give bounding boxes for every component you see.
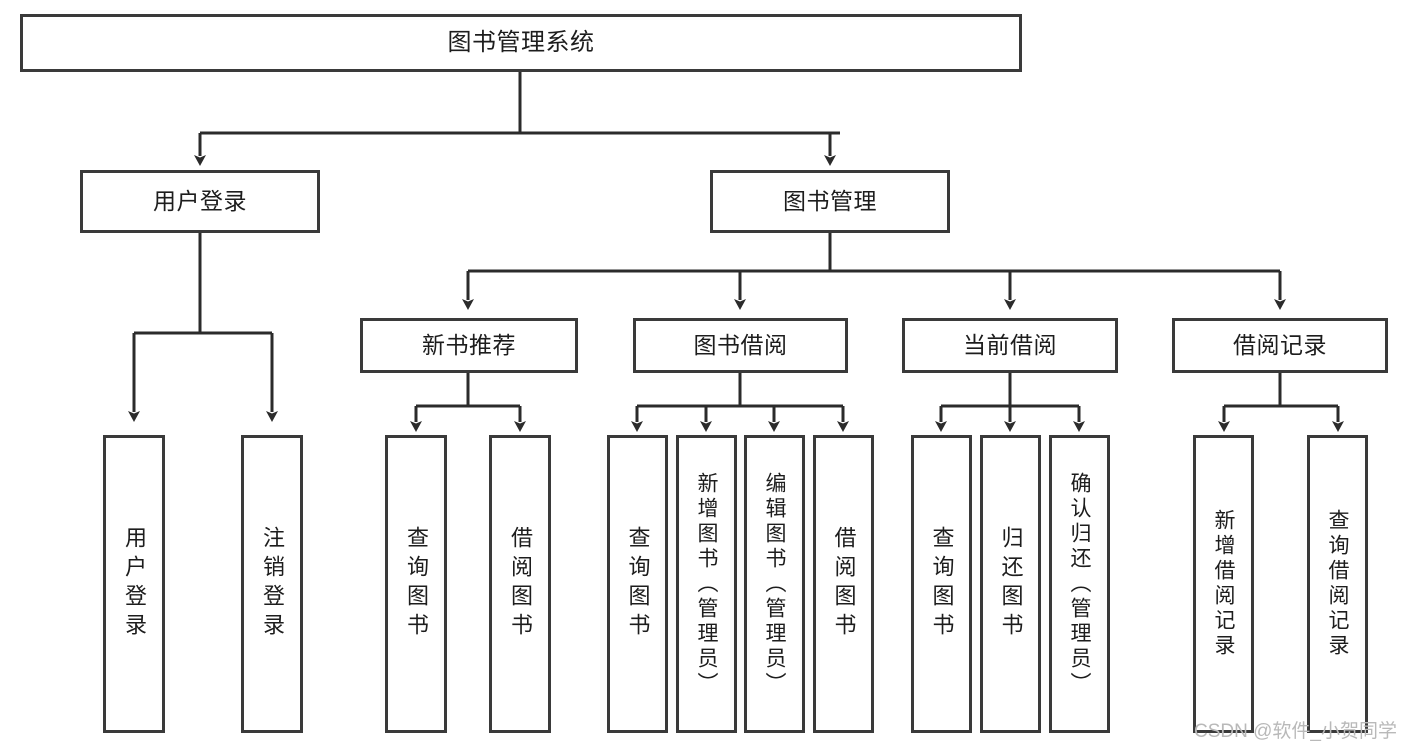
leaf-record-query-borrow-record[interactable]: 查询借阅记录	[1307, 435, 1368, 733]
leaf-current-query-books[interactable]: 查询图书	[911, 435, 972, 733]
leaf-user-login-logout[interactable]: 注销登录	[241, 435, 303, 733]
node-label: 借阅图书	[831, 526, 857, 642]
leaf-user-login-login[interactable]: 用户登录	[103, 435, 165, 733]
csdn-watermark: CSDN @软件_小贺同学	[1194, 721, 1397, 742]
node-root-book-management-system[interactable]: 图书管理系统	[20, 14, 1022, 72]
node-label: 借阅记录	[1233, 331, 1327, 358]
leaf-borrow-edit-book-admin[interactable]: 编辑图书（管理员）	[744, 435, 805, 733]
node-label: 新增借阅记录	[1212, 509, 1235, 659]
node-borrowing-record[interactable]: 借阅记录	[1172, 318, 1388, 373]
node-label: 当前借阅	[963, 331, 1057, 358]
leaf-record-add-borrow-record[interactable]: 新增借阅记录	[1193, 435, 1254, 733]
leaf-borrow-add-book-admin[interactable]: 新增图书（管理员）	[676, 435, 737, 733]
leaf-current-return-books[interactable]: 归还图书	[980, 435, 1041, 733]
node-label: 查询图书	[625, 526, 651, 642]
node-new-book-recommendation[interactable]: 新书推荐	[360, 318, 578, 373]
node-book-management[interactable]: 图书管理	[710, 170, 950, 233]
node-label: 借阅图书	[508, 526, 533, 642]
node-label: 归还图书	[998, 526, 1024, 642]
node-user-login[interactable]: 用户登录	[80, 170, 320, 233]
leaf-new-book-borrow-books[interactable]: 借阅图书	[489, 435, 551, 733]
node-label: 查询借阅记录	[1326, 509, 1349, 659]
node-label: 图书管理	[783, 187, 877, 214]
node-label: 查询图书	[404, 526, 429, 642]
node-label: 图书管理系统	[447, 28, 595, 56]
node-current-borrowing[interactable]: 当前借阅	[902, 318, 1118, 373]
node-label: 用户登录	[122, 526, 147, 642]
node-label: 编辑图书（管理员）	[763, 471, 786, 697]
node-label: 注销登录	[260, 526, 285, 642]
leaf-borrow-borrow-books[interactable]: 借阅图书	[813, 435, 874, 733]
node-label: 新书推荐	[422, 331, 516, 358]
node-book-borrowing[interactable]: 图书借阅	[633, 318, 848, 373]
leaf-borrow-query-books[interactable]: 查询图书	[607, 435, 668, 733]
node-label: 用户登录	[153, 187, 247, 214]
node-label: 查询图书	[929, 526, 955, 642]
node-label: 新增图书（管理员）	[695, 471, 718, 697]
leaf-current-confirm-return-admin[interactable]: 确认归还（管理员）	[1049, 435, 1110, 733]
node-label: 确认归还（管理员）	[1068, 471, 1091, 697]
leaf-new-book-query-books[interactable]: 查询图书	[385, 435, 447, 733]
node-label: 图书借阅	[693, 331, 788, 358]
